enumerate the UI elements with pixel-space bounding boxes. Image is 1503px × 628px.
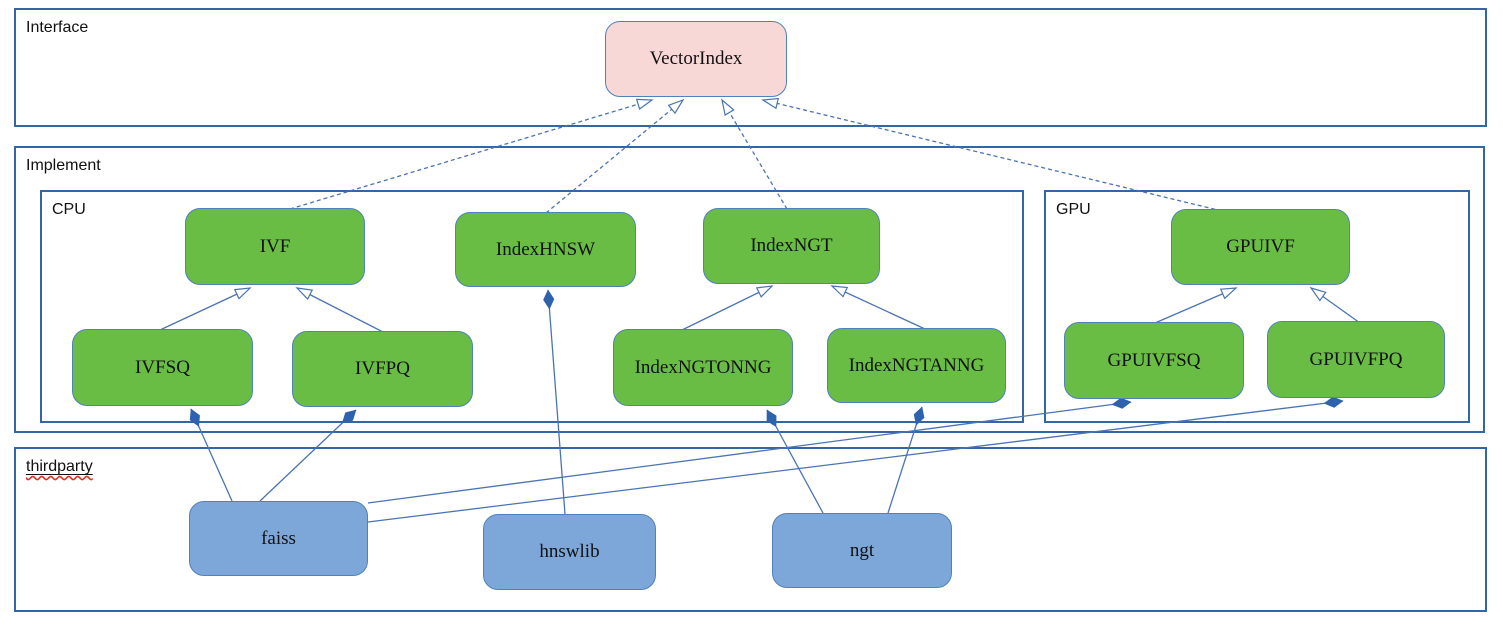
edge-gpuivfpq-gpuivf (1311, 288, 1361, 324)
edge-gpuivf-vectorindex (763, 100, 1223, 212)
edge-ivfsq-ivf (159, 288, 250, 331)
edge-ngt-indexngtonng (766, 409, 824, 514)
section-implement-label: Implement (26, 157, 101, 174)
node-gpuivfpq[interactable]: GPUIVFPQ (1267, 321, 1445, 398)
node-gpuivfpq-label: GPUIVFPQ (1309, 348, 1403, 370)
node-ivfsq[interactable]: IVFSQ (72, 329, 253, 406)
node-indexngtanng[interactable]: IndexNGTANNG (827, 328, 1006, 403)
edge-hnswlib-indexhnsw (543, 289, 566, 515)
node-ivfsq-label: IVFSQ (135, 356, 190, 378)
node-hnswlib-label: hnswlib (539, 541, 600, 562)
node-gpuivf-label: GPUIVF (1226, 236, 1295, 257)
node-ivfpq[interactable]: IVFPQ (292, 331, 473, 407)
node-indexngtonng[interactable]: IndexNGTONNG (613, 329, 793, 406)
edge-gpuivfsq-gpuivf (1154, 288, 1236, 324)
node-indexngtonng-label: IndexNGTONNG (634, 356, 772, 378)
edge-ngt-indexngtanng (887, 406, 925, 514)
node-vectorindex[interactable]: VectorIndex (605, 21, 787, 97)
node-indexngt-label: IndexNGT (750, 235, 833, 256)
node-vectorindex-label: VectorIndex (649, 48, 743, 69)
node-ngt-label: ngt (849, 539, 875, 561)
node-hnswlib[interactable]: hnswlib (483, 514, 656, 590)
section-interface-label: Interface (26, 19, 89, 36)
section-gpu[interactable]: GPU (1044, 190, 1470, 423)
edge-indexngtanng-indexngt (832, 286, 926, 330)
section-thirdparty-label-text: thirdparty (26, 458, 93, 475)
edge-faiss-gpuivfsq (367, 397, 1132, 504)
section-interface[interactable]: Interface (14, 8, 1487, 127)
node-indexhnsw-label: IndexHNSW (495, 238, 596, 260)
section-gpu-label: GPU (1056, 201, 1091, 218)
node-faiss-label: faiss (261, 527, 296, 549)
section-cpu-label: CPU (52, 201, 86, 218)
node-gpuivf[interactable]: GPUIVF (1171, 209, 1350, 285)
node-gpuivfsq-label: GPUIVFSQ (1107, 349, 1201, 371)
node-gpuivfsq[interactable]: GPUIVFSQ (1064, 322, 1244, 399)
node-ivfpq-label: IVFPQ (355, 358, 410, 379)
edge-faiss-gpuivfpq (367, 396, 1344, 523)
node-faiss[interactable]: faiss (189, 501, 368, 576)
node-ivf-label: IVF (259, 235, 291, 257)
edge-indexngtonng-indexngt (681, 286, 772, 331)
node-indexngtanng-label: IndexNGTANNG (848, 354, 985, 376)
edge-ivfpq-ivf (297, 288, 384, 333)
edge-faiss-ivfsq (189, 408, 233, 502)
section-cpu[interactable]: CPU (40, 190, 1024, 423)
edge-faiss-ivfpq (259, 409, 357, 502)
edge-indexhnsw-vectorindex (545, 100, 683, 214)
node-indexngt[interactable]: IndexNGT (703, 208, 880, 284)
edge-indexngt-vectorindex (722, 100, 788, 210)
edge-ivf-vectorindex (289, 100, 652, 210)
node-ivf[interactable]: IVF (185, 208, 365, 285)
node-ngt[interactable]: ngt (772, 513, 952, 588)
node-indexhnsw[interactable]: IndexHNSW (455, 212, 636, 287)
section-thirdparty-label: thirdparty (26, 458, 93, 476)
section-thirdparty[interactable]: thirdparty (14, 447, 1487, 612)
